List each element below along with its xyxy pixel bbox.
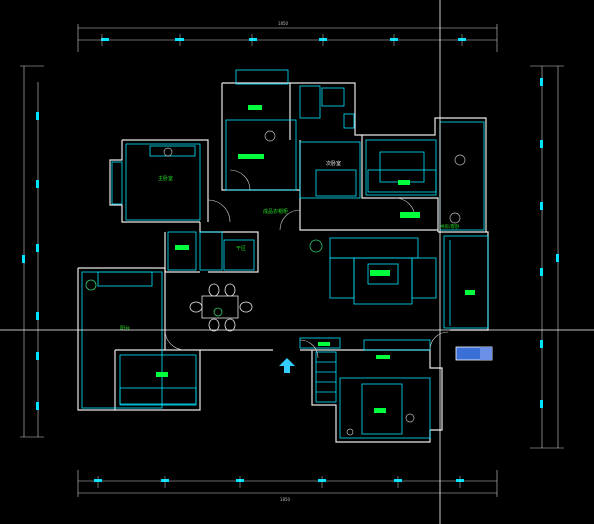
label-study: 书房/客卧	[440, 223, 460, 230]
label-bedroom-2: 次卧室	[326, 160, 341, 167]
dimension-extension-lines	[97, 34, 463, 488]
label-dry-area: 干区	[236, 246, 246, 252]
ucs-icon-highlight	[480, 347, 492, 360]
windows-and-details	[81, 69, 489, 439]
top-total-dimension: 1850	[278, 21, 289, 26]
label-balcony: 阳台	[120, 325, 130, 332]
entrance-arrow-icon	[279, 358, 295, 373]
room-labels: 主卧室 次卧室 阳台 干区 成品衣帽柜 书房/客卧	[120, 160, 460, 332]
label-entrance-cabinet: 成品衣帽柜	[263, 208, 288, 215]
plants	[85, 239, 323, 317]
bottom-total-dimension: 1850	[280, 497, 291, 502]
room-tags	[156, 105, 475, 413]
label-master-bedroom: 主卧室	[158, 175, 173, 182]
dining-set	[189, 283, 253, 332]
decor	[163, 130, 466, 436]
